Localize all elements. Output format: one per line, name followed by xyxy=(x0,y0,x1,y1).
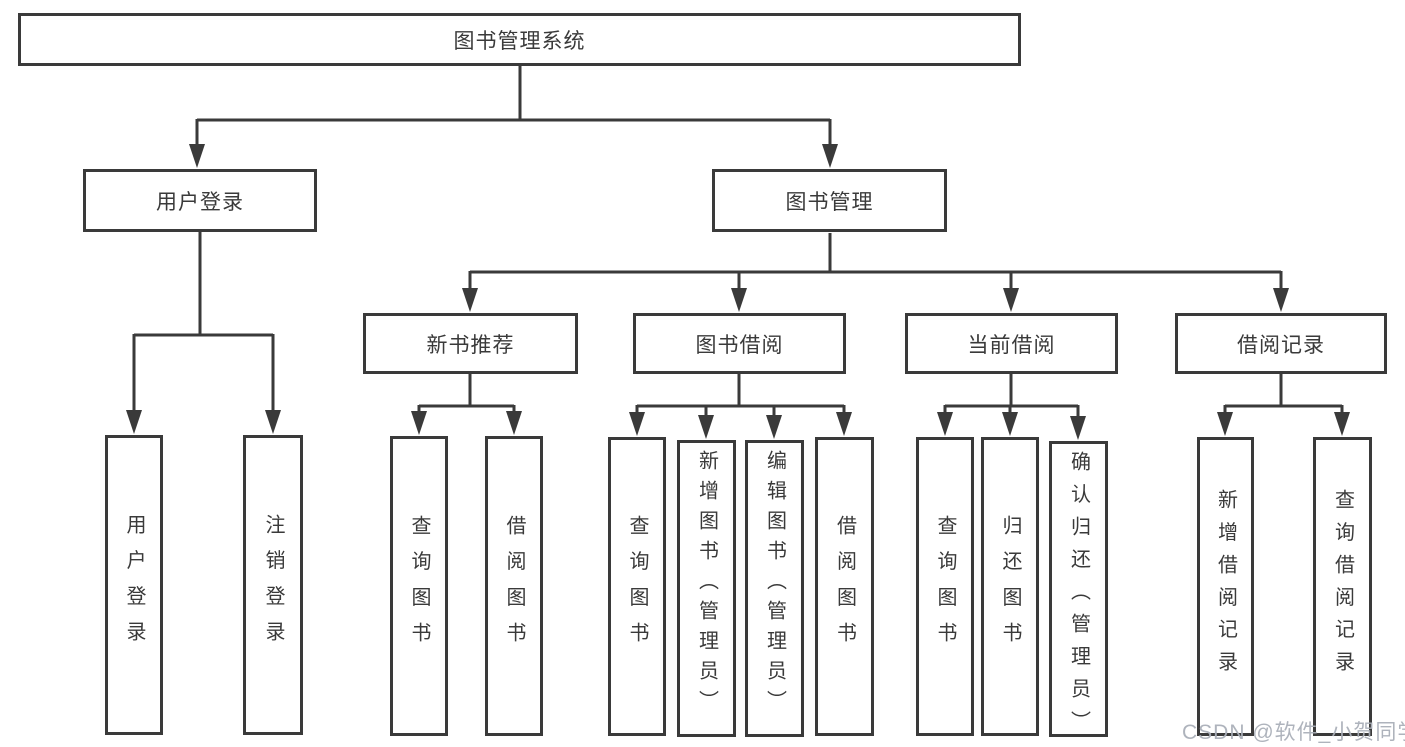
node-book-management: 图书管理 xyxy=(712,169,947,232)
leaf-borrow-edit-books-admin: 编辑图书（管理员） xyxy=(745,440,804,737)
node-label: 查询图书 xyxy=(626,515,648,658)
node-label: 当前借阅 xyxy=(967,333,1056,357)
leaf-borrow-add-books-admin: 新增图书（管理员） xyxy=(677,440,736,737)
node-label: 新增借阅记录 xyxy=(1214,489,1237,684)
node-label: 编辑图书（管理员） xyxy=(763,450,786,720)
node-label: 用户登录 xyxy=(156,190,244,214)
node-label: 图书管理系统 xyxy=(453,29,586,53)
leaf-records-add-record: 新增借阅记录 xyxy=(1197,437,1254,736)
node-new-book-recommend: 新书推荐 xyxy=(363,313,578,374)
leaf-newbook-borrow-books: 借阅图书 xyxy=(485,436,543,736)
watermark: CSDN @软件_小贺同学 xyxy=(1182,721,1405,744)
node-label: 归还图书 xyxy=(999,515,1021,658)
leaf-borrow-query-books: 查询图书 xyxy=(608,437,666,736)
node-current-borrow: 当前借阅 xyxy=(905,313,1118,374)
node-borrow-records: 借阅记录 xyxy=(1175,313,1387,374)
leaf-newbook-query-books: 查询图书 xyxy=(390,436,448,736)
node-label: 确认归还（管理员） xyxy=(1067,451,1090,743)
node-label: 借阅图书 xyxy=(833,515,856,658)
leaf-current-return-books: 归还图书 xyxy=(981,437,1039,736)
node-root: 图书管理系统 xyxy=(18,13,1021,66)
leaf-records-query-record: 查询借阅记录 xyxy=(1313,437,1372,736)
node-label: 图书管理 xyxy=(785,190,874,214)
node-label: 借阅记录 xyxy=(1237,333,1325,357)
node-book-borrow: 图书借阅 xyxy=(633,313,846,374)
node-user-login: 用户登录 xyxy=(83,169,317,232)
leaf-current-confirm-return-admin: 确认归还（管理员） xyxy=(1049,441,1108,743)
node-label: 图书借阅 xyxy=(695,333,784,357)
leaf-borrow-borrow-books: 借阅图书 xyxy=(815,437,874,736)
node-label: 借阅图书 xyxy=(503,514,525,658)
leaf-user-login: 用户登录 xyxy=(105,435,163,735)
leaf-logout: 注销登录 xyxy=(243,435,303,735)
node-label: 查询图书 xyxy=(934,515,956,658)
node-label: 注销登录 xyxy=(262,513,284,657)
node-label: 新增图书（管理员） xyxy=(695,450,718,720)
leaf-current-query-books: 查询图书 xyxy=(916,437,974,736)
node-label: 新书推荐 xyxy=(426,333,515,357)
node-label: 用户登录 xyxy=(123,513,145,657)
node-label: 查询借阅记录 xyxy=(1331,489,1354,684)
node-label: 查询图书 xyxy=(408,514,430,658)
